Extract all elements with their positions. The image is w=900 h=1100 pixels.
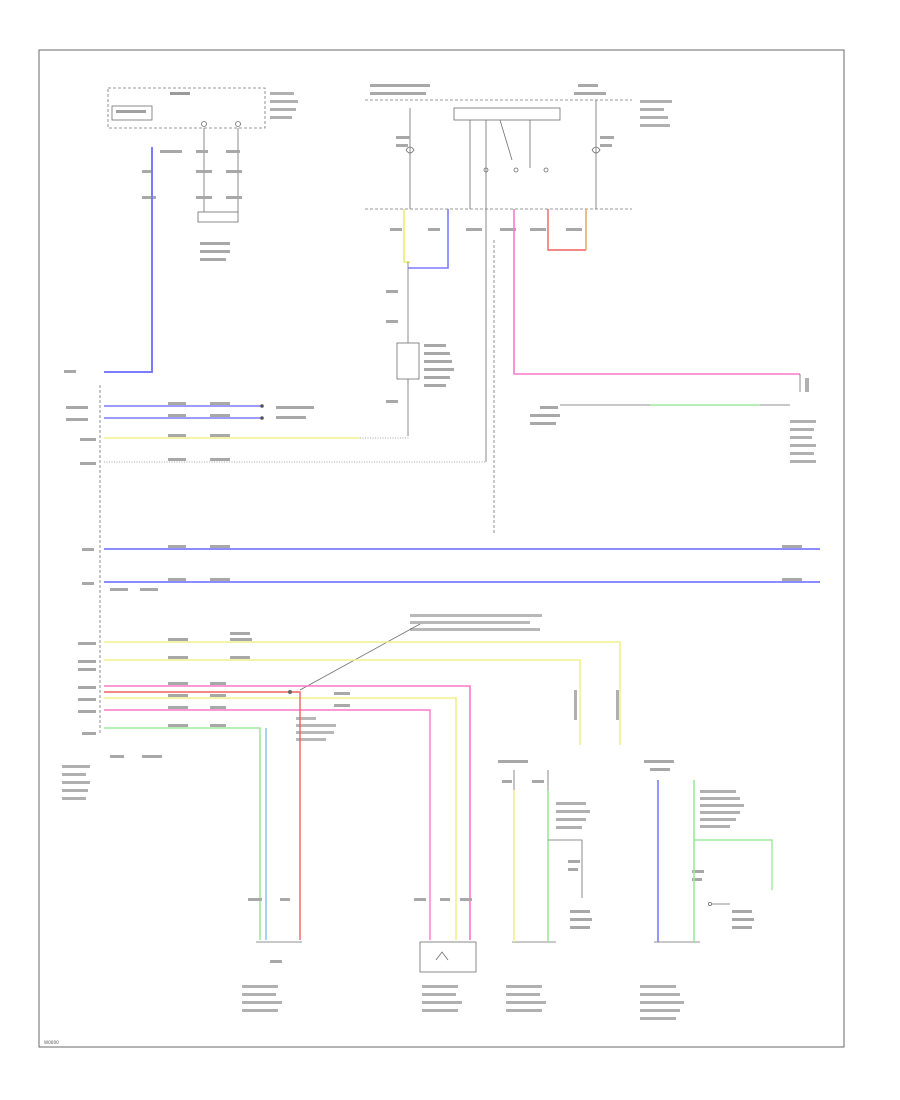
middle-block-labels — [386, 290, 454, 403]
right-module-a — [530, 374, 816, 463]
fuse-box-labels — [370, 84, 672, 231]
module-pin-labels — [62, 370, 162, 800]
wire-yellow-sig-2 — [104, 659, 581, 745]
wire-blue-fuse-b — [408, 209, 449, 269]
wire-yellow-fuse-a — [403, 209, 410, 263]
diagram-frame — [38, 49, 845, 1048]
wire-pink-sig-2 — [104, 709, 431, 940]
lower-wire-labels — [168, 632, 619, 727]
bottom-sensor-1 — [242, 898, 302, 1012]
sensor-block-middle — [396, 342, 420, 380]
note-block — [296, 614, 542, 741]
bottom-sensor-4 — [640, 760, 754, 1020]
bottom-sensor-3 — [498, 760, 592, 1012]
top-left-labels — [116, 92, 298, 261]
wire-yellow-sig-1 — [104, 641, 621, 745]
wire-pink-sig — [104, 685, 471, 940]
top-left-switch-module — [107, 87, 266, 223]
wire-green-sensor-4b — [694, 839, 773, 890]
top-group-labels — [168, 402, 314, 461]
wire-pink-fuse-c — [513, 209, 800, 375]
wire-red-sig — [104, 691, 301, 940]
wire-yellow-sig-3 — [104, 697, 457, 940]
bus-labels — [110, 545, 802, 591]
bottom-sensor-2 — [414, 898, 477, 1012]
footer-code: W0000 — [44, 1040, 59, 1045]
wire-green-sig — [104, 727, 261, 940]
wire-red-fuse-d — [547, 209, 586, 251]
fuse-relay-box — [365, 99, 632, 210]
wire-blue-left-top — [104, 147, 153, 373]
